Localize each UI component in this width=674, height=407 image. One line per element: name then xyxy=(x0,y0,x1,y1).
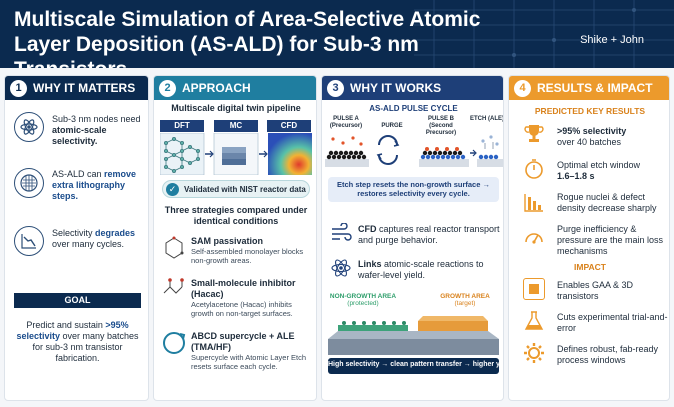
why-item-2: AS-ALD can remove extra lithography step… xyxy=(52,169,137,201)
pulse-cycle-diagram xyxy=(325,135,503,167)
impact-trial-error: Cuts experimental trial-and-error xyxy=(557,312,668,333)
atom-chip-icon xyxy=(14,112,44,142)
validated-badge: ✓ Validated with NIST reactor data xyxy=(162,180,310,198)
heading-text: WHY IT WORKS xyxy=(350,81,442,95)
column-heading: 1 WHY IT MATTERS xyxy=(5,76,148,100)
column-results-impact: 4 RESULTS & IMPACT PREDICTED KEY RESULTS… xyxy=(508,75,670,401)
column-approach: 2 APPROACH Multiscale digital twin pipel… xyxy=(153,75,317,401)
growth-label: GROWTH AREA(target) xyxy=(440,293,490,307)
flask-icon xyxy=(524,311,544,330)
pipeline-visuals xyxy=(160,133,312,175)
non-growth-label: NON-GROWTH AREA(protected) xyxy=(329,293,397,307)
cfd-point: CFD captures real reactor transport and … xyxy=(358,224,500,245)
dft-label: DFT xyxy=(160,120,204,132)
trophy-icon xyxy=(524,125,544,142)
column-why-it-matters: 1 WHY IT MATTERS Sub-3 nm nodes need ato… xyxy=(4,75,149,401)
supercycle-icon xyxy=(163,332,186,354)
impact-process-windows: Defines robust, fab-ready process window… xyxy=(557,344,659,365)
column-heading: 4 RESULTS & IMPACT xyxy=(509,76,669,100)
circuit-pattern xyxy=(414,0,674,68)
strategy-sam: SAM passivation Self-assembled monolayer… xyxy=(191,236,304,265)
mc-label: MC xyxy=(214,120,258,132)
validated-text: Validated with NIST reactor data xyxy=(184,185,306,194)
wafer-grid-icon xyxy=(14,168,44,198)
page-title: Multiscale Simulation of Area-Selective … xyxy=(14,8,481,68)
etch-note: Etch step resets the non-growth surface … xyxy=(328,177,499,202)
selectivity-surface-diagram xyxy=(328,316,499,355)
goal-label: GOAL xyxy=(14,293,141,308)
sam-molecule-icon xyxy=(165,236,184,259)
result-defects: Rogue nuclei & defect density decrease s… xyxy=(557,192,657,213)
header: Multiscale Simulation of Area-Selective … xyxy=(0,0,674,68)
column-why-it-works: 3 WHY IT WORKS AS-ALD PULSE CYCLE PULSE … xyxy=(321,75,504,401)
pressure-gauge-icon xyxy=(525,233,543,244)
why-item-3: Selectivity degrades over many cycles. xyxy=(52,228,136,249)
result-loss-mechanisms: Purge inefficiency & pressure are the ma… xyxy=(557,224,664,256)
pulse-a-label: PULSE A (Precursor) xyxy=(329,116,363,129)
step-number: 4 xyxy=(514,79,531,97)
wind-flow-icon xyxy=(332,223,352,241)
heading-text: APPROACH xyxy=(182,81,251,95)
declining-chart-icon xyxy=(14,226,44,256)
check-icon: ✓ xyxy=(166,183,179,196)
column-heading: 2 APPROACH xyxy=(154,76,316,100)
heading-text: RESULTS & IMPACT xyxy=(537,81,653,95)
step-number: 3 xyxy=(327,79,344,97)
pulse-b-label: PULSE B (Second Precursor) xyxy=(425,116,457,136)
purge-label: PURGE xyxy=(381,123,403,129)
authors: Shike + John xyxy=(580,34,644,46)
heading-text: WHY IT MATTERS xyxy=(33,81,136,95)
yield-banner: High selectivity → clean pattern transfe… xyxy=(328,358,503,374)
strategies-title: Three strategies compared under identica… xyxy=(164,205,308,226)
step-number: 1 xyxy=(10,79,27,97)
hacac-molecule-icon xyxy=(163,278,184,294)
gear-icon xyxy=(524,343,544,363)
why-item-1: Sub-3 nm nodes need atomic-scale selecti… xyxy=(52,114,141,146)
declining-bars-icon xyxy=(524,194,543,212)
goal-text: Predict and sustain >95% selectivity ove… xyxy=(16,320,139,363)
step-number: 2 xyxy=(159,79,176,97)
pipeline-subtitle: Multiscale digital twin pipeline xyxy=(171,103,301,113)
atom-icon xyxy=(331,259,351,277)
predicted-results-title: PREDICTED KEY RESULTS xyxy=(534,106,646,116)
impact-title: IMPACT xyxy=(574,262,606,272)
impact-gaa: Enables GAA & 3D transistors xyxy=(557,280,634,301)
strategy-supercycle: ABCD supercycle + ALE (TMA/HF) Supercycl… xyxy=(191,331,307,371)
links-point: Links atomic-scale reactions to wafer-le… xyxy=(358,259,484,280)
strategy-hacac: Small-molecule inhibitor (Hacac) Acetyla… xyxy=(191,278,296,318)
etch-label: ETCH (ALE) xyxy=(470,116,504,122)
cycle-title: AS-ALD PULSE CYCLE xyxy=(369,104,458,113)
stopwatch-icon xyxy=(525,159,543,179)
cfd-label: CFD xyxy=(267,120,311,132)
column-heading: 3 WHY IT WORKS xyxy=(322,76,503,100)
chip-icon xyxy=(523,278,545,300)
